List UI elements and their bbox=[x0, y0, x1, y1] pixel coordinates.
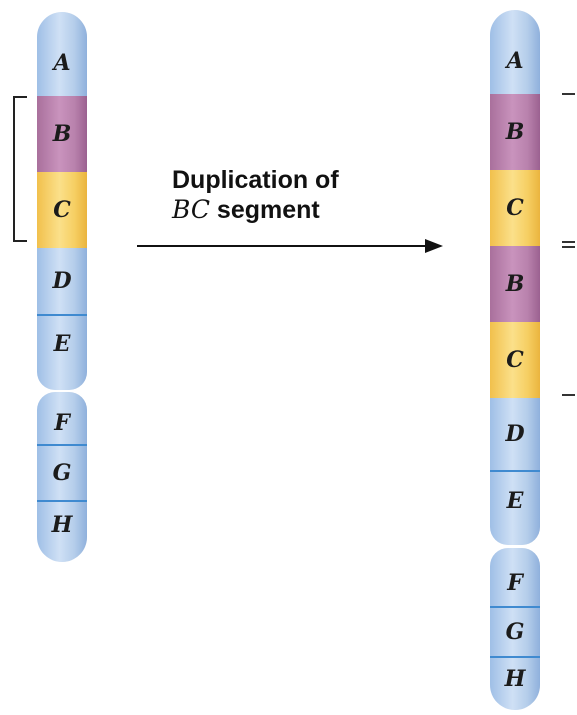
segment-boundary-tick bbox=[562, 93, 575, 95]
duplicated-chromosome-lower-arm: F G H bbox=[490, 548, 540, 710]
band-label: E bbox=[506, 487, 524, 514]
segment-boundary-tick bbox=[562, 246, 575, 248]
band-label: C bbox=[53, 197, 71, 223]
band-F: F bbox=[37, 392, 87, 444]
band-label: B bbox=[505, 271, 525, 297]
band-B-duplicate: B bbox=[490, 246, 540, 322]
band-label: D bbox=[52, 268, 72, 294]
band-E: E bbox=[37, 314, 87, 390]
band-F: F bbox=[490, 548, 540, 606]
caption-segment-name: BC bbox=[172, 195, 210, 224]
band-label: D bbox=[505, 421, 525, 447]
band-label: F bbox=[507, 570, 523, 596]
duplicated-chromosome-upper-arm: A B C B C D E bbox=[490, 10, 540, 545]
band-label: F bbox=[54, 410, 70, 436]
duplication-caption: Duplication of BC segment bbox=[172, 165, 442, 225]
segment-boundary-tick bbox=[562, 241, 575, 243]
band-label: A bbox=[506, 48, 524, 74]
band-A: A bbox=[490, 10, 540, 94]
bc-segment-bracket bbox=[13, 96, 27, 242]
band-G: G bbox=[37, 444, 87, 500]
band-label: H bbox=[51, 512, 73, 538]
band-label: E bbox=[53, 331, 71, 357]
band-label: G bbox=[505, 619, 525, 645]
caption-line2: BC segment bbox=[172, 195, 442, 225]
original-chromosome-upper-arm: A B C D E bbox=[37, 12, 87, 390]
arrow-icon bbox=[137, 239, 443, 253]
caption-segment-word: segment bbox=[209, 196, 320, 224]
band-C: C bbox=[490, 170, 540, 246]
band-A: A bbox=[37, 12, 87, 96]
band-label: C bbox=[506, 347, 524, 373]
caption-line1: Duplication of bbox=[172, 166, 339, 194]
band-label: G bbox=[52, 460, 72, 486]
band-label: A bbox=[53, 50, 71, 76]
band-B: B bbox=[37, 96, 87, 172]
band-D: D bbox=[490, 398, 540, 470]
band-B: B bbox=[490, 94, 540, 170]
band-C: C bbox=[37, 172, 87, 248]
original-chromosome-lower-arm: F G H bbox=[37, 392, 87, 562]
band-label: H bbox=[504, 666, 526, 692]
band-G: G bbox=[490, 606, 540, 656]
band-H: H bbox=[490, 656, 540, 710]
band-H: H bbox=[37, 500, 87, 562]
band-C-duplicate: C bbox=[490, 322, 540, 398]
band-label: B bbox=[505, 119, 525, 145]
band-E: E bbox=[490, 470, 540, 545]
band-label: B bbox=[52, 121, 72, 147]
band-D: D bbox=[37, 248, 87, 314]
band-label: C bbox=[506, 195, 524, 221]
segment-boundary-tick bbox=[562, 394, 575, 396]
